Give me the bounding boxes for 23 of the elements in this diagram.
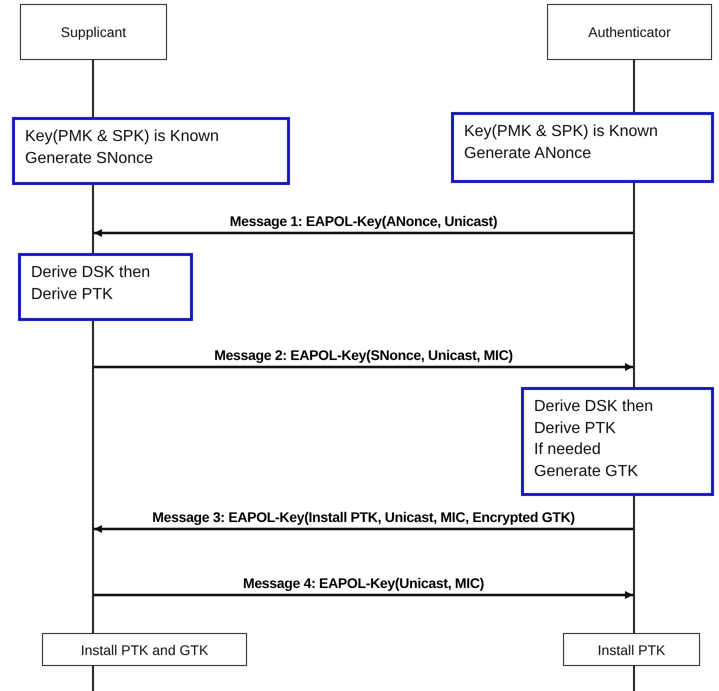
state-box: Install PTK [563, 633, 700, 666]
note-text: Key(PMK & SPK) is Known [25, 127, 220, 147]
note-box [451, 112, 714, 183]
note-box [521, 387, 714, 496]
edge-label: Message 3: EAPOL-Key(Install PTK, Unicast, MIC, Encrypted GTK) [150, 509, 577, 525]
note-box [18, 253, 193, 321]
note-text: Derive DSK then Derive PTK [31, 263, 152, 305]
edge-label: Message 4: EAPOL-Key(Unicast, MIC) [240, 575, 486, 591]
arrow [94, 363, 633, 371]
note-text: Derive DSK then Derive PTK [534, 397, 654, 439]
arrow [94, 591, 633, 599]
note-text: Key(PMK & SPK) is Known [464, 122, 659, 142]
note-text: Generate SNonce [25, 148, 154, 169]
arrow [94, 229, 633, 237]
note-text: If needed Generate GTK [534, 440, 640, 482]
edge-label: Message 2: EAPOL-Key(SNonce, Unicast, MIC) [212, 347, 515, 363]
edge-label: Message 1: EAPOL-Key(ANonce, Unicast) [228, 213, 500, 229]
arrow [94, 525, 633, 533]
participant-box: Authenticator [547, 4, 712, 60]
note-text: Generate ANonce [464, 144, 592, 164]
note-box [12, 117, 290, 185]
participant-box: Supplicant [20, 4, 167, 60]
state-box: Install PTK and GTK [42, 633, 247, 666]
